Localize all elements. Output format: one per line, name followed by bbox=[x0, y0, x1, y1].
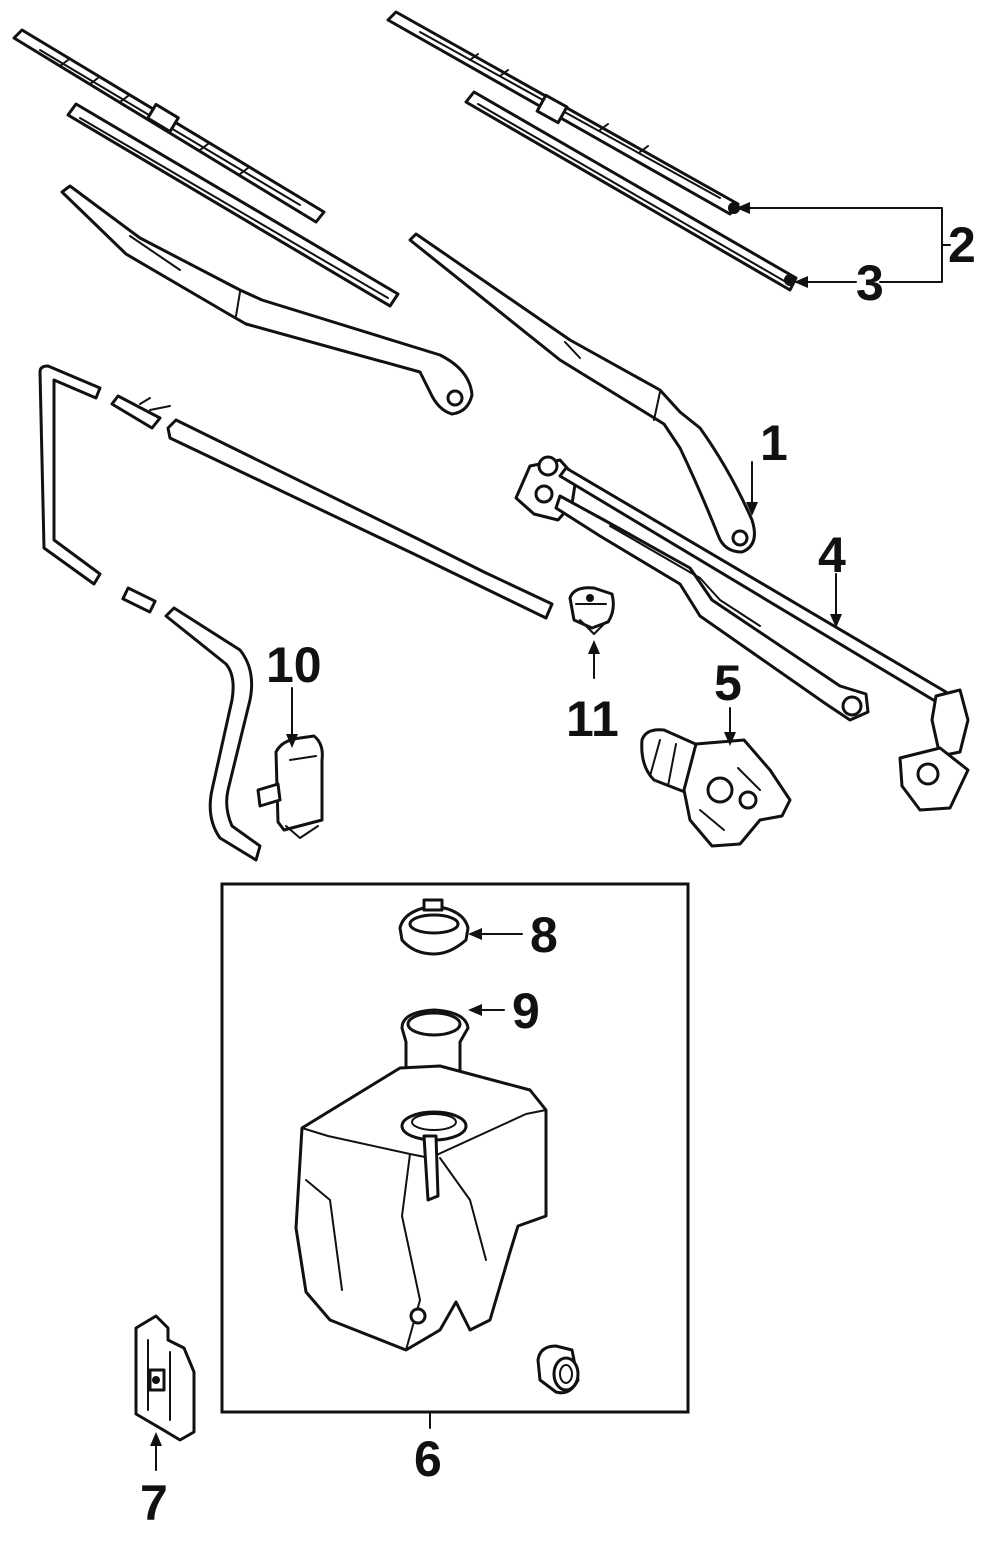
callout-2: 2 bbox=[948, 217, 976, 273]
left-wiper-blade-refill bbox=[66, 102, 400, 308]
right-wiper-blade bbox=[386, 10, 740, 216]
leader-lines bbox=[150, 202, 951, 1471]
callout-4: 4 bbox=[818, 527, 846, 583]
washer-hose-lower bbox=[164, 606, 262, 862]
left-wiper-blade bbox=[12, 28, 326, 224]
hose-connector-lower bbox=[121, 586, 157, 614]
callout-6: 6 bbox=[414, 1431, 442, 1487]
right-wiper-arm bbox=[408, 232, 756, 554]
wiper-motor bbox=[640, 728, 792, 848]
callout-10: 10 bbox=[266, 637, 322, 693]
washer-reservoir-tank bbox=[294, 1064, 548, 1352]
wiper-linkage bbox=[514, 455, 970, 812]
callout-1: 1 bbox=[760, 415, 788, 471]
callout-11: 11 bbox=[566, 691, 619, 747]
callout-7: 7 bbox=[140, 1475, 168, 1531]
callout-3: 3 bbox=[856, 255, 884, 311]
washer-nozzle bbox=[568, 586, 615, 635]
washer-hose-upper bbox=[38, 364, 102, 586]
reservoir-cap bbox=[398, 898, 470, 956]
callout-8: 8 bbox=[530, 907, 558, 963]
washer-pump bbox=[256, 734, 324, 839]
washer-hose-long bbox=[166, 418, 554, 620]
hose-connector-upper bbox=[110, 394, 171, 430]
reservoir-bracket bbox=[134, 1314, 196, 1442]
right-wiper-blade-refill bbox=[464, 90, 798, 292]
left-wiper-arm bbox=[60, 184, 474, 416]
pump-grommet bbox=[536, 1344, 580, 1395]
reservoir-kit-box bbox=[220, 882, 690, 1414]
callout-5: 5 bbox=[714, 655, 742, 711]
callout-9: 9 bbox=[512, 983, 540, 1039]
